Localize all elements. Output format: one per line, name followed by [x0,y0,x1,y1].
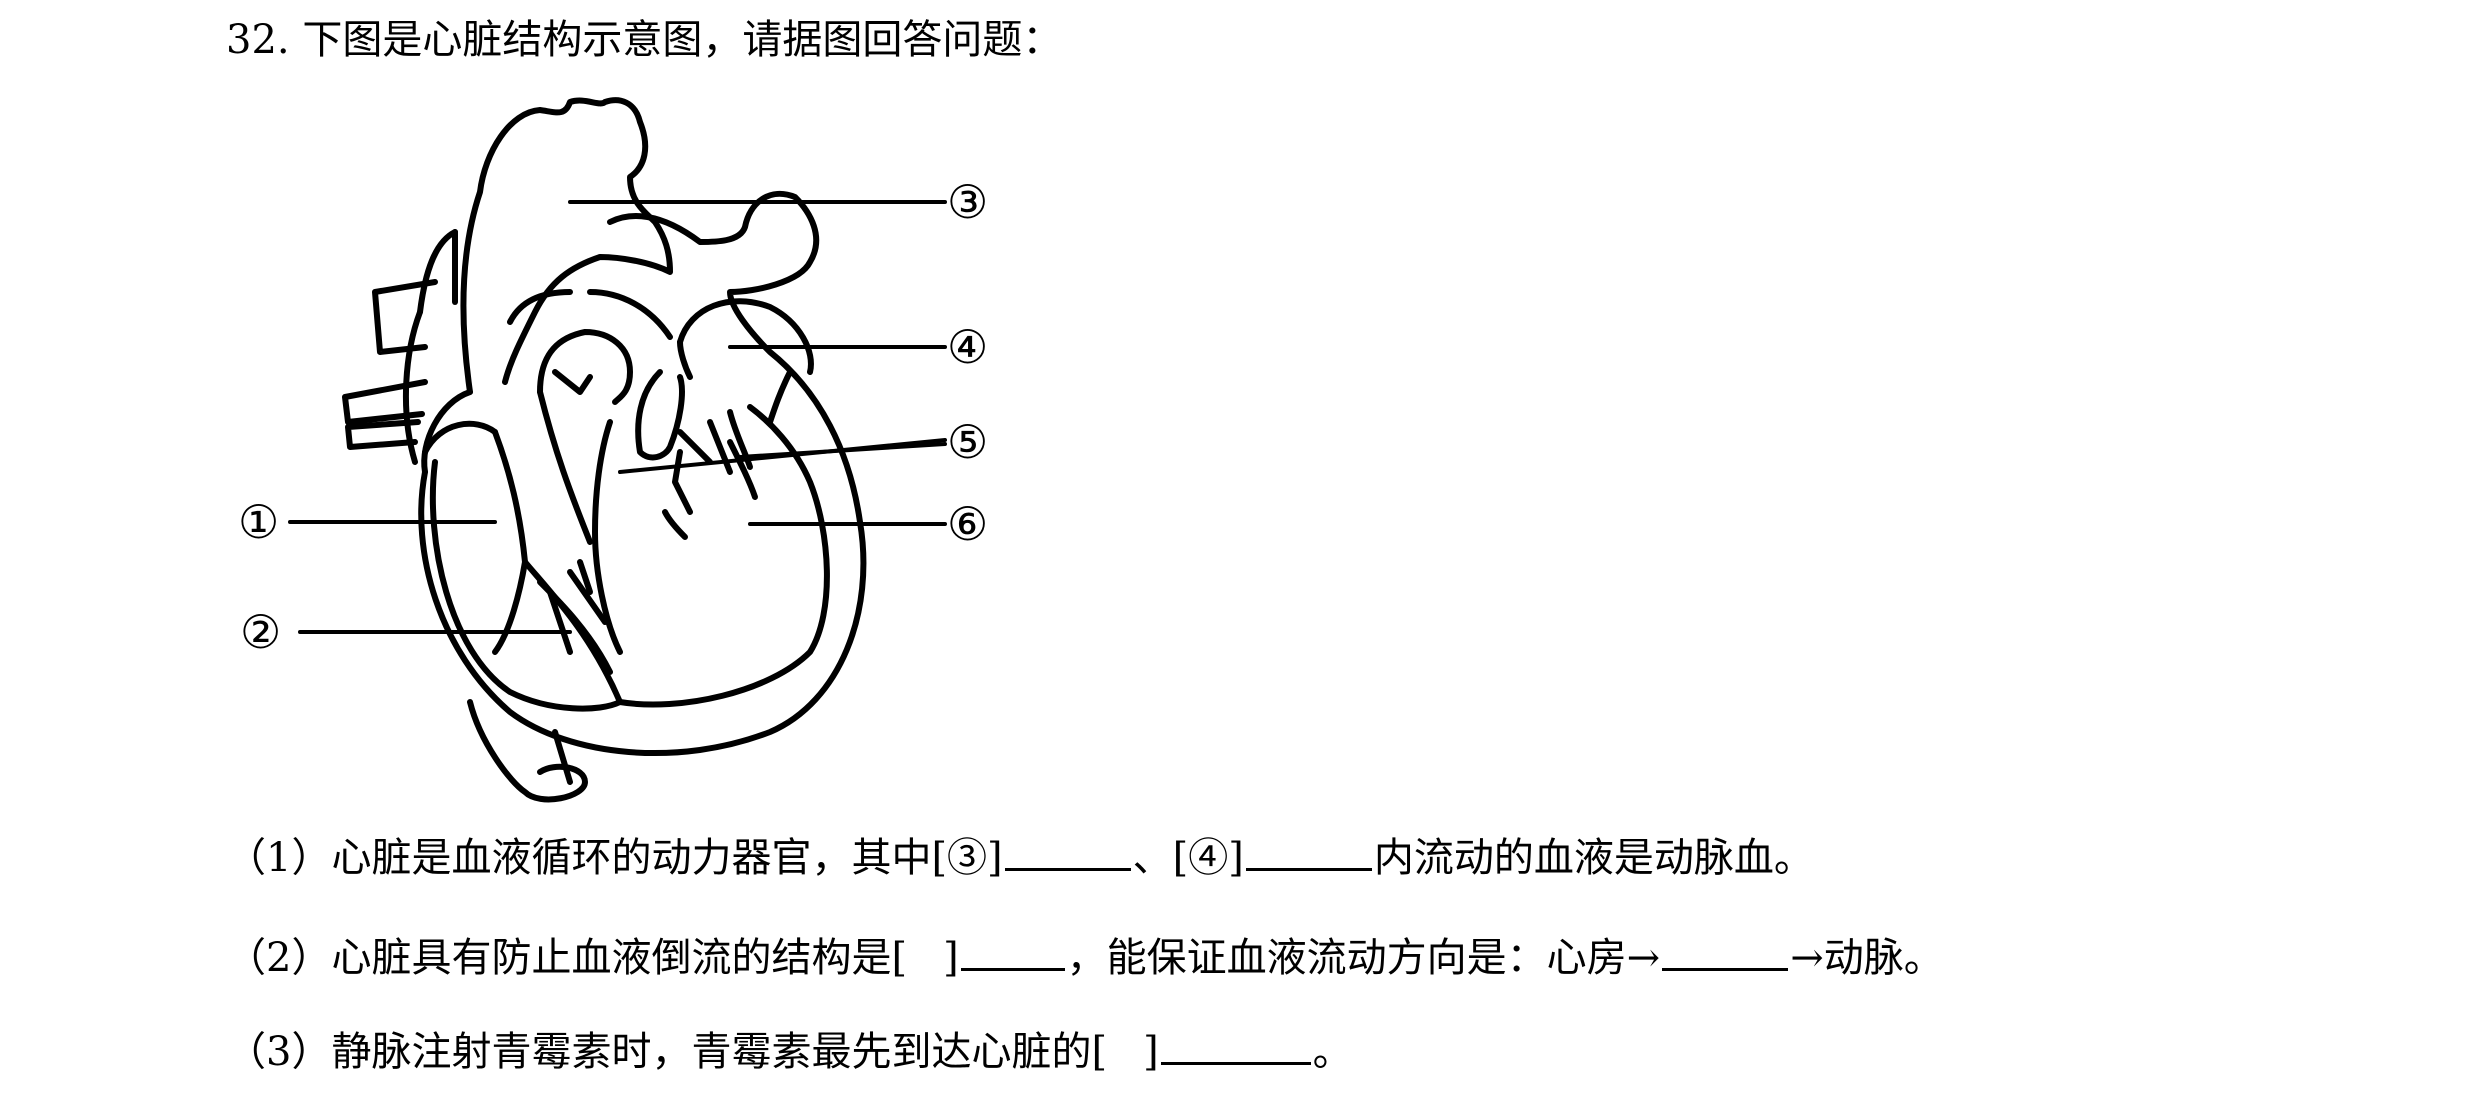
label-2: ② [240,605,281,659]
right-atrium [429,459,623,712]
label-1: ① [238,495,279,549]
label-4: ④ [947,320,988,374]
label-6: ⑥ [947,497,988,551]
leader-line-5b [738,442,947,459]
q2-blank-1[interactable] [960,932,1065,971]
pulmonary-vein-upper [342,379,428,425]
mitral-valve [635,369,685,461]
pulmonary-vein-lower [345,419,421,450]
q1-text-c: 内流动的血液是动脉血。 [1373,835,1814,881]
q2-text-c: ，能保证血液流动方向是：心房→ [1066,935,1661,981]
q2-text-b: ] [943,935,959,981]
q2-blank-2[interactable] [1662,932,1789,971]
q3-blank-1[interactable] [1160,1026,1311,1065]
aorta [460,97,673,395]
superior-vena-cava [372,279,438,355]
inferior-vena-cava [467,699,588,803]
q1-blank-2[interactable] [1245,832,1372,871]
tricuspid-valve [492,559,528,655]
sub-question-1: （1）心脏是血液循环的动力器官，其中[③] 、[④] 内流动的血液是动脉血。 [226,828,1814,888]
q3-text-c: 。 [1312,1029,1353,1075]
q2-text-a: （2）心脏具有防止血液倒流的结构是[ [226,935,908,981]
semilunar-valve [537,329,633,405]
q1-blank-1[interactable] [1004,832,1131,871]
q3-text-b: ] [1143,1029,1159,1075]
q3-text-a: （3）静脉注射青霉素时，青霉素最先到达心脏的[ [226,1029,1108,1075]
q1-text-b: 、[④] [1132,835,1244,881]
heart-diagram: ③ ④ ⑤ ⑥ ① ② [210,92,1060,812]
q2-text-d: →动脉。 [1790,935,1944,981]
label-3: ③ [947,175,988,229]
label-5: ⑤ [947,415,988,469]
left-ventricle [617,404,830,708]
question-title: 32. 下图是心脏结构示意图，请据图回答问题： [226,17,1063,63]
left-atrium [677,298,814,375]
q1-text-a: （1）心脏是血液循环的动力器官，其中[③] [226,835,1003,881]
sub-question-2: （2）心脏具有防止血液倒流的结构是[] ，能保证血液流动方向是：心房→ →动脉。 [226,928,1944,988]
sub-question-3: （3）静脉注射青霉素时，青霉素最先到达心脏的[] 。 [226,1022,1353,1082]
